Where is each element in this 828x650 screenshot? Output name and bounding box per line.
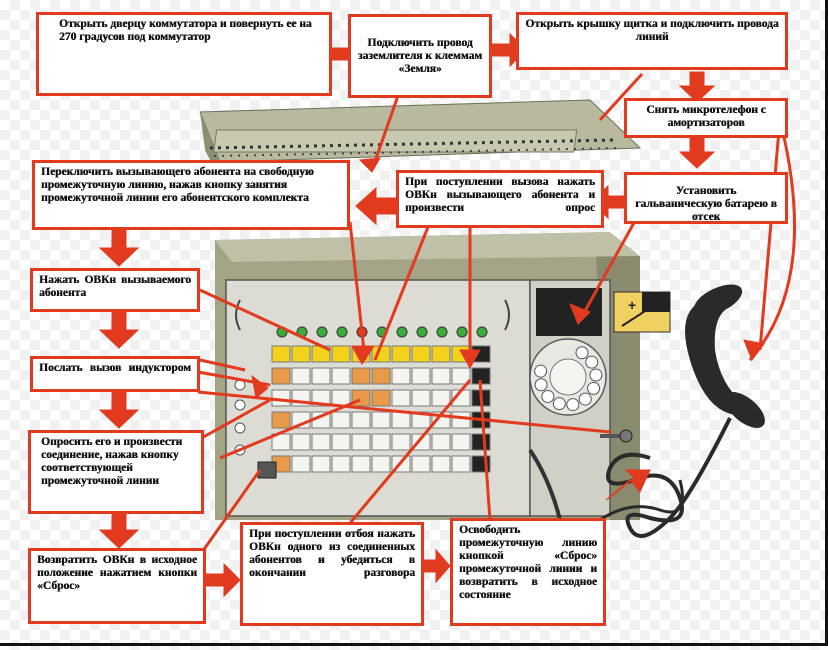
switch-button xyxy=(391,367,411,385)
step-text: Нажать ОВКн вызываемого абонента xyxy=(39,274,191,299)
step-open-door: Открыть дверцу коммутатора и повернуть е… xyxy=(36,12,332,96)
switch-button xyxy=(371,411,391,429)
step-text: Возвратить ОВКн в исходное положение наж… xyxy=(37,554,197,592)
switch-button xyxy=(291,345,311,363)
switch-button xyxy=(451,433,471,451)
switch-button xyxy=(331,455,351,473)
switch-button xyxy=(331,411,351,429)
switch-button xyxy=(311,433,331,451)
switch-button xyxy=(371,389,391,407)
switch-button xyxy=(351,367,371,385)
dial-hole xyxy=(534,378,548,392)
dial-hole xyxy=(578,392,592,406)
step-release-line: Освободить промежуточную линию кнопкой «… xyxy=(450,518,606,626)
step-text: При поступлении вызова нажать ОВКн вызыв… xyxy=(405,176,595,214)
switch-button xyxy=(391,433,411,451)
switchboard-housing xyxy=(215,232,640,520)
switch-button xyxy=(391,389,411,407)
step-text: Установить гальваническую батарею в отсе… xyxy=(635,185,777,223)
switch-button xyxy=(411,367,431,385)
step-text: Снять микротелефон с амортизаторов xyxy=(646,104,766,129)
dial-hole xyxy=(534,364,548,378)
switch-button xyxy=(391,345,411,363)
battery-icon: + xyxy=(536,288,671,336)
switch-button xyxy=(291,455,311,473)
step-open-lid: Открыть крышку щитка и подключить провод… xyxy=(516,12,788,70)
step-incoming-call: При поступлении вызова нажать ОВКн вызыв… xyxy=(396,170,604,228)
rotary-dial-icon xyxy=(529,338,607,416)
switch-button xyxy=(411,455,431,473)
step-text: Опросить его и произвести соединение, на… xyxy=(41,436,183,487)
cord xyxy=(528,448,562,521)
dial-hole xyxy=(585,355,599,369)
switch-button xyxy=(371,455,391,473)
step-install-battery: Установить гальваническую батарею в отсе… xyxy=(624,172,788,224)
switch-button xyxy=(331,433,351,451)
panel-hook xyxy=(235,299,241,331)
step-remove-handset: Снять микротелефон с амортизаторов xyxy=(624,98,788,138)
switch-button xyxy=(331,345,351,363)
step-text: Послать вызов индуктором xyxy=(39,362,191,374)
switch-button xyxy=(371,433,391,451)
step-disconnect: При поступлении отбоя нажать ОВКн одного… xyxy=(240,522,424,626)
switch-button xyxy=(431,367,451,385)
switch-button xyxy=(411,389,431,407)
dial-hole xyxy=(587,381,601,395)
panel-hook xyxy=(504,299,510,331)
dial-hole xyxy=(575,346,589,360)
button-matrix xyxy=(271,345,491,473)
step-ground-wire: Подключить провод заземлителя к клеммам … xyxy=(348,14,492,98)
step-send-ring: Послать вызов индуктором xyxy=(30,356,200,392)
switch-button xyxy=(351,411,371,429)
dial-hole xyxy=(552,397,566,411)
switch-button xyxy=(331,367,351,385)
switch-button xyxy=(311,455,331,473)
step-press-ovkn: Нажать ОВКн вызываемого абонента xyxy=(30,268,200,312)
switch-button xyxy=(271,411,291,429)
switch-button xyxy=(271,345,291,363)
step-text: Открыть дверцу коммутатора и повернуть е… xyxy=(59,18,312,43)
step-text: При поступлении отбоя нажать ОВКн одного… xyxy=(249,528,415,579)
switch-button xyxy=(291,367,311,385)
switch-button xyxy=(431,455,451,473)
switch-button xyxy=(431,389,451,407)
ground-plug xyxy=(600,429,633,443)
dial-hole xyxy=(541,389,555,403)
step-text: Переключить вызывающего абонента на своб… xyxy=(41,166,314,204)
switch-button xyxy=(371,367,391,385)
switch-button xyxy=(411,411,431,429)
step-text: Подключить провод заземлителя к клеммам … xyxy=(357,37,483,75)
switch-button xyxy=(291,433,311,451)
dial-hole xyxy=(566,398,580,412)
switch-button xyxy=(451,367,471,385)
dial-hole xyxy=(589,368,603,382)
switch-button xyxy=(431,433,451,451)
step-text: Освободить промежуточную линию кнопкой «… xyxy=(459,524,597,601)
switch-button xyxy=(311,367,331,385)
switch-button xyxy=(271,367,291,385)
side-jacks xyxy=(234,379,277,479)
switch-button xyxy=(351,433,371,451)
svg-text:+: + xyxy=(628,297,636,313)
switch-button xyxy=(351,455,371,473)
step-text: Открыть крышку щитка и подключить провод… xyxy=(525,18,779,43)
step-switch-caller: Переключить вызывающего абонента на своб… xyxy=(32,160,350,230)
step-reset-ovkn: Возвратить ОВКн в исходное положение наж… xyxy=(28,548,206,624)
step-connect: Опросить его и произвести соединение, на… xyxy=(28,430,204,514)
telephone-handset-icon xyxy=(599,284,765,538)
switchboard-lid xyxy=(199,99,642,200)
switch-button xyxy=(451,455,471,473)
switch-button xyxy=(431,345,451,363)
switch-button xyxy=(411,345,431,363)
